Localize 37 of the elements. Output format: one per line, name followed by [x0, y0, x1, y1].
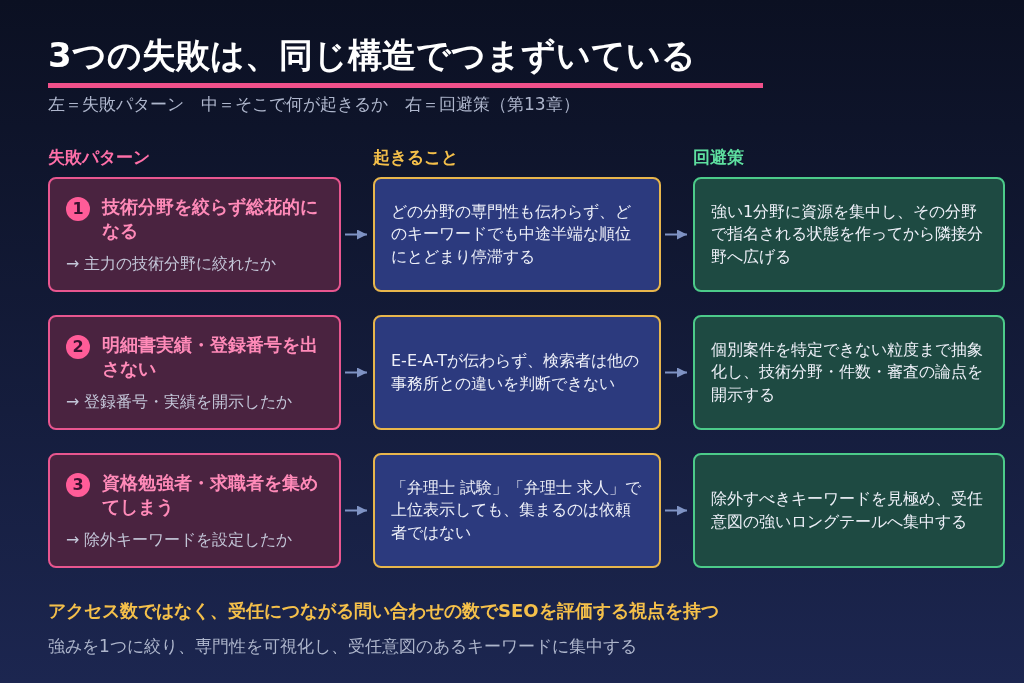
box-text: どの分野の専門性も伝わらず、どのキーワードでも中途半端な順位にとどまり停滞する [391, 200, 632, 268]
consequence-box [373, 315, 661, 430]
column-heading: 回避策 [693, 147, 744, 169]
arrow [664, 229, 688, 240]
box-text: 強い1分野に資源を集中し、その分野で指名される状態を作ってから隣接分野へ広げる [711, 200, 984, 268]
solution-box [693, 315, 1005, 430]
pattern-heading: 明細書実績・登録番号を出さない [102, 333, 319, 380]
consequence-box [373, 177, 661, 292]
arrow [344, 367, 368, 378]
pattern-heading: 資格勉強者・求職者を集めてしまう [102, 471, 319, 518]
pattern-box [48, 315, 341, 430]
pattern-box [48, 453, 341, 568]
box-text: 「弁理士 試験」「弁理士 求人」で上位表示しても、集まるのは依頼者ではない [391, 476, 643, 544]
summary-text: アクセス数ではなく、受任につながる問い合わせの数でSEOを評価する視点を持つ [48, 600, 719, 623]
solution-box [693, 177, 1005, 292]
solution-box [693, 453, 1005, 568]
pattern-box [48, 177, 341, 292]
summary-text: 強みを1つに絞り、専門性を可視化し、受任意図のあるキーワードに集中する [48, 636, 637, 658]
arrow [664, 367, 688, 378]
check-question: → 登録番号・実績を開示したか [66, 391, 294, 412]
number-badge: 1 [66, 197, 90, 222]
number-badge: 3 [66, 473, 90, 498]
box-text: E-E-A-Tが伝わらず、検索者は他の事務所との違いを判断できない [391, 350, 641, 395]
check-question: → 除外キーワードを設定したか [66, 529, 294, 550]
arrow [664, 505, 688, 516]
subtitle: 左＝失敗パターン 中＝そこで何が起きるか 右＝回避策（第13章） [48, 94, 580, 116]
number-badge: 2 [66, 335, 90, 360]
box-text: 個別案件を特定できない粒度まで抽象化し、技術分野・件数・審査の論点を開示する [711, 338, 984, 406]
box-text: 除外すべきキーワードを見極め、受任意図の強いロングテールへ集中する [711, 488, 984, 533]
column-heading: 失敗パターン [48, 147, 150, 169]
arrow [344, 229, 368, 240]
pattern-heading: 技術分野を絞らず総花的になる [102, 195, 319, 242]
consequence-box [373, 453, 661, 568]
title: 3つの失敗は、同じ構造でつまずいている [48, 34, 696, 77]
arrow [344, 505, 368, 516]
column-heading: 起きること [373, 147, 458, 169]
check-question: → 主力の技術分野に絞れたか [66, 253, 278, 274]
